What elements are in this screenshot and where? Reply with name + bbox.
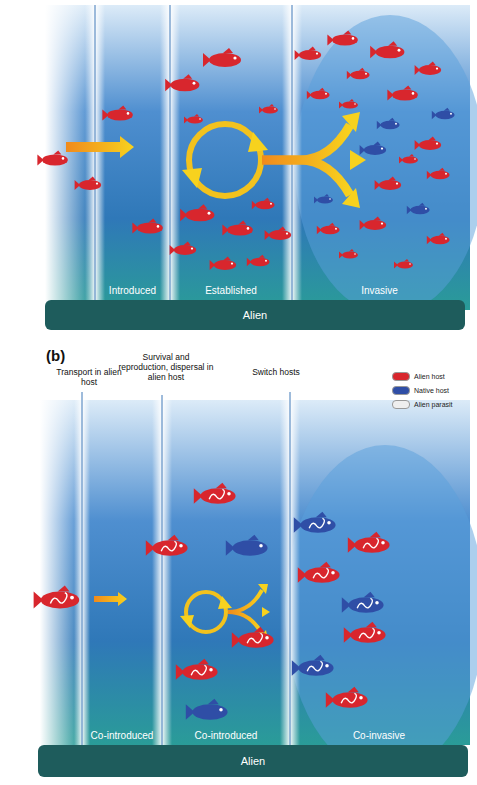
fish	[415, 62, 442, 75]
legend-row: Alien host	[392, 372, 445, 381]
fish	[298, 562, 340, 583]
fish	[407, 203, 430, 214]
fish	[314, 194, 333, 204]
fish	[399, 154, 418, 164]
stage-label: Invasive	[361, 285, 398, 298]
stage-band: Introduced	[95, 10, 170, 298]
base-bar: Alien	[38, 745, 468, 777]
fish	[327, 30, 357, 45]
fish	[307, 88, 330, 99]
legend-text: Alien host	[414, 373, 445, 380]
panel-letter: (b)	[46, 347, 76, 364]
fish	[360, 217, 387, 230]
fish	[370, 41, 404, 58]
fish	[226, 535, 268, 556]
fish	[259, 104, 278, 114]
fish	[394, 259, 413, 269]
fish	[317, 223, 340, 234]
fish	[186, 699, 228, 720]
fish	[339, 99, 358, 109]
stage-header: Switch hosts	[236, 368, 316, 378]
legend-swatch	[392, 372, 410, 381]
fish	[176, 659, 218, 680]
stage-band: Co-introduced	[82, 400, 162, 743]
fish	[377, 118, 400, 129]
legend-row: Alien parasit	[392, 400, 453, 409]
stage-label: Introduced	[109, 285, 156, 298]
stage-label: Co-introduced	[91, 730, 154, 743]
stage-band: Co-invasive	[290, 400, 468, 743]
legend-swatch	[392, 400, 410, 409]
fish	[102, 105, 132, 120]
stage-band: Established	[170, 10, 292, 298]
legend-text: Native host	[414, 387, 449, 394]
base-bar: Alien	[45, 300, 465, 330]
legend-row: Native host	[392, 386, 449, 395]
fish	[132, 218, 162, 233]
fish	[75, 177, 102, 190]
fish	[203, 48, 241, 67]
fish	[210, 257, 237, 270]
stage-header: Transport in alien host	[50, 368, 128, 388]
stage-header: Survival and reproduction, dispersal in …	[118, 353, 214, 382]
fish	[34, 586, 80, 609]
fish	[252, 198, 275, 209]
fish	[326, 687, 368, 708]
fish	[427, 168, 450, 179]
fish	[292, 655, 334, 676]
fish	[347, 68, 370, 79]
stage-band: Invasive	[292, 10, 467, 298]
fish	[387, 85, 417, 100]
fish	[294, 512, 336, 533]
fish	[146, 535, 188, 556]
bar-label: Alien	[243, 309, 267, 321]
fish	[432, 108, 455, 119]
fish	[342, 592, 384, 613]
stage-label: Co-invasive	[353, 730, 405, 743]
fish	[194, 483, 236, 504]
legend-text: Alien parasit	[414, 401, 453, 408]
stage-label: Co-introduced	[195, 730, 258, 743]
fish	[165, 74, 199, 91]
fish	[232, 627, 274, 648]
fish	[247, 255, 270, 266]
fish	[348, 532, 390, 553]
stage-band: Co-introduced	[162, 400, 290, 743]
fish	[180, 204, 214, 221]
fish	[339, 249, 358, 259]
fish	[427, 233, 450, 244]
fish	[222, 220, 252, 235]
legend-swatch	[392, 386, 410, 395]
bar-label: Alien	[241, 755, 265, 767]
fish	[170, 242, 197, 255]
fish	[265, 227, 292, 240]
fish	[375, 177, 402, 190]
fish	[295, 47, 322, 60]
fish	[415, 137, 442, 150]
stage-label: Established	[205, 285, 257, 298]
fish	[37, 150, 67, 165]
fish	[360, 142, 387, 155]
fish	[184, 114, 203, 124]
fish	[344, 622, 386, 643]
